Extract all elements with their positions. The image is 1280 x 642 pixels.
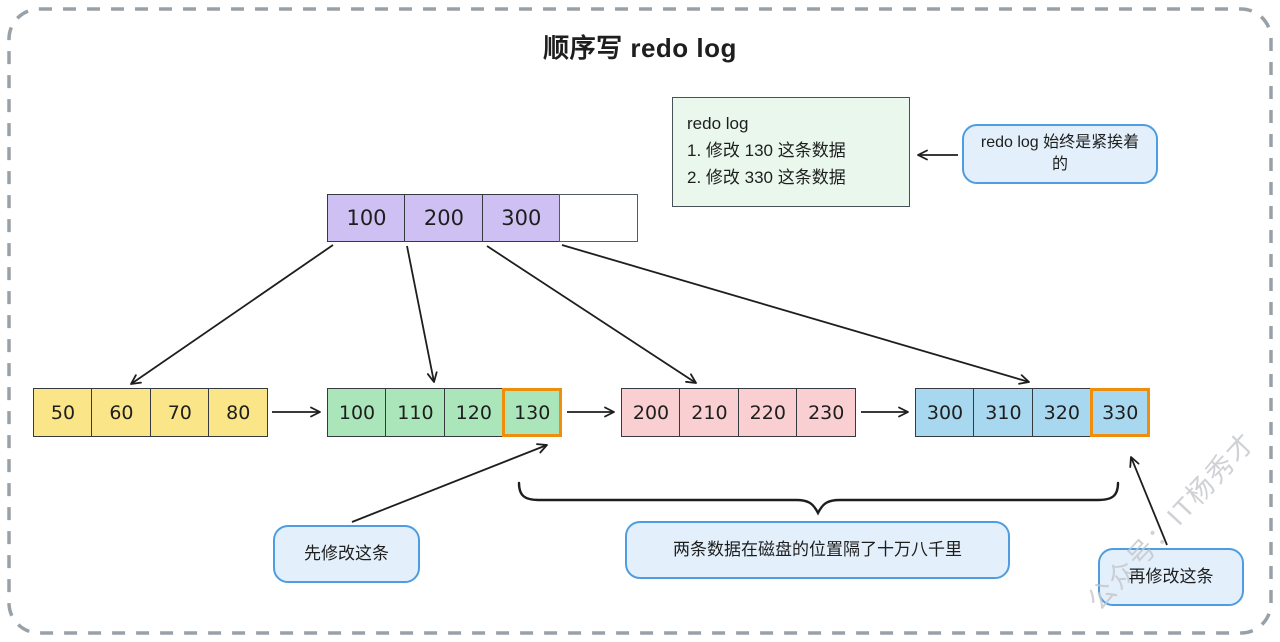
root-cell-300: 300 [481,194,561,242]
leaf-cell-60: 60 [91,388,152,437]
leaf-cell-310: 310 [973,388,1034,437]
leaf-cell-330-highlighted: 330 [1090,388,1151,437]
redo-log-note-box: redo log 1. 修改 130 这条数据 2. 修改 330 这条数据 [672,97,910,207]
redo-log-note-step-1: 1. 修改 130 这条数据 [687,141,846,160]
arrow-root-to-pink [486,245,697,384]
callout-first-modify: 先修改这条 [273,525,420,583]
leaf-cell-230: 230 [796,388,857,437]
leaf-cell-130-highlighted: 130 [502,388,563,437]
arrow-root-to-green [406,245,438,383]
leaf-node-green: 100 110 120 130 [327,388,563,437]
leaf-node-yellow: 50 60 70 80 [33,388,269,437]
root-cell-empty [559,194,639,242]
root-cell-100: 100 [327,194,406,242]
callout-second-modify: 再修改这条 [1098,548,1244,606]
arrow-root-to-blue [561,244,1030,385]
leaf-cell-210: 210 [679,388,740,437]
root-cell-200: 200 [404,194,484,242]
arrow-first-modify-to-130 [351,443,548,523]
distance-brace [517,481,1120,516]
leaf-cell-320: 320 [1031,388,1092,437]
leaf-node-blue: 300 310 320 330 [915,388,1151,437]
leaf-cell-110: 110 [385,388,446,437]
leaf-cell-70: 70 [149,388,210,437]
callout-disk-distance: 两条数据在磁盘的位置隔了十万八千里 [625,521,1010,579]
redo-log-note-heading: redo log [687,114,749,133]
leaf-cell-200: 200 [621,388,681,437]
redo-log-note-step-2: 2. 修改 330 这条数据 [687,168,846,187]
leaf-cell-220: 220 [737,388,798,437]
leaf-cell-120: 120 [443,388,504,437]
arrow-second-modify-to-330 [1129,456,1168,546]
btree-root-node: 100 200 300 [327,194,639,242]
arrow-root-to-yellow [130,244,334,385]
diagram-title: 顺序写 redo log [543,33,737,63]
leaf-node-pink: 200 210 220 230 [621,388,857,437]
callout-redo-log-adjacent: redo log 始终是紧挨着的 [962,124,1158,184]
leaf-cell-50: 50 [33,388,93,437]
leaf-cell-300: 300 [915,388,975,437]
dashed-frame [7,7,1273,635]
leaf-cell-100: 100 [327,388,387,437]
leaf-cell-80: 80 [208,388,269,437]
